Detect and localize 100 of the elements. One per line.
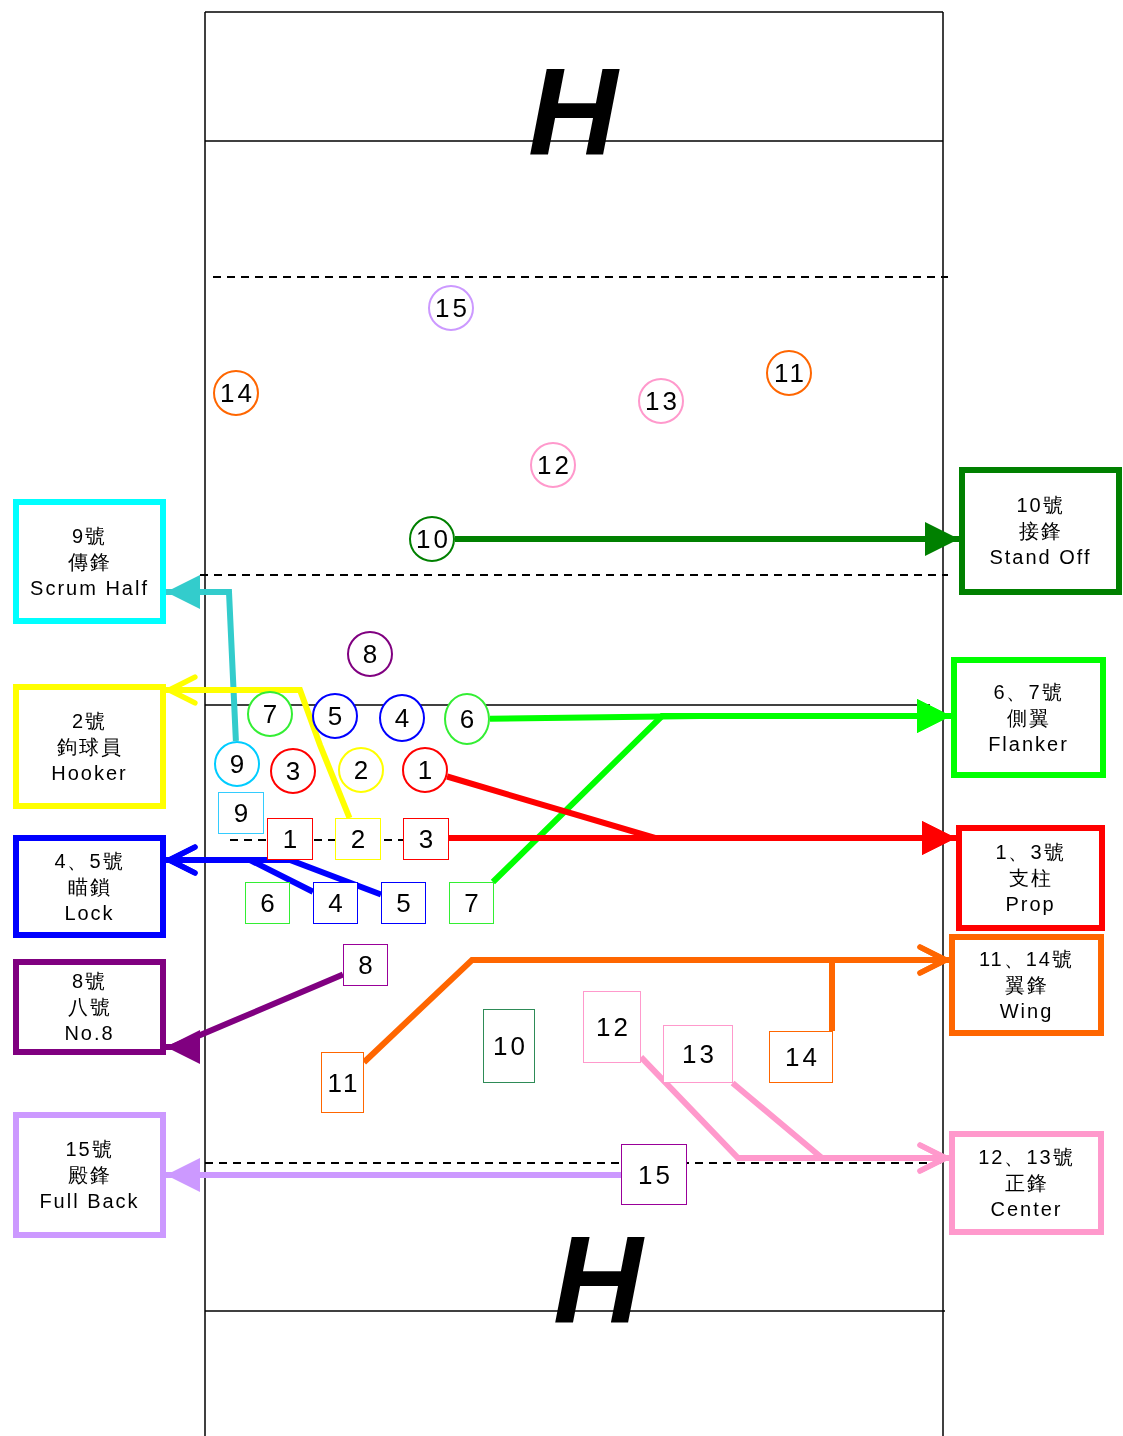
position-name: 瞄鎖	[67, 874, 112, 900]
arrow	[166, 844, 383, 898]
position-name: 15號	[65, 1137, 114, 1162]
player-number: 5	[326, 703, 346, 729]
player-square	[769, 1031, 833, 1083]
position-name: Wing	[999, 999, 1054, 1024]
player-circle	[270, 748, 316, 794]
player-number: 10	[415, 526, 451, 552]
player-number: 4	[393, 705, 413, 731]
player-circle	[444, 693, 490, 745]
position-name: Prop	[1005, 892, 1056, 917]
player-circle	[213, 370, 259, 416]
arrow	[166, 1158, 621, 1192]
position-name: Center	[990, 1197, 1063, 1222]
position-box	[949, 1131, 1104, 1235]
position-name: 支柱	[1008, 866, 1053, 891]
player-square	[321, 1052, 364, 1113]
position-name: Flanker	[988, 731, 1069, 757]
player-number: 3	[417, 826, 437, 852]
position-box	[959, 467, 1122, 595]
arrow	[455, 522, 959, 556]
position-name: 翼鋒	[1004, 973, 1049, 998]
player-circle	[766, 350, 812, 396]
position-name: Scrum Half	[30, 575, 149, 601]
player-circle	[409, 516, 455, 562]
player-square	[218, 792, 264, 834]
player-circle	[347, 631, 393, 677]
position-name: 傳鋒	[67, 549, 112, 575]
position-name: Hooker	[51, 760, 128, 786]
player-number: 13	[644, 388, 680, 414]
player-number: 9	[232, 800, 252, 826]
position-name: 2號	[71, 708, 108, 734]
position-box	[13, 684, 166, 809]
player-square	[335, 818, 381, 860]
position-name: 接鋒	[1018, 519, 1063, 544]
player-square	[583, 991, 641, 1063]
position-name: 6、7號	[993, 679, 1064, 705]
arrow	[829, 944, 949, 1031]
player-circle	[428, 285, 474, 331]
player-number: 4	[327, 890, 346, 916]
player-number: 15	[637, 1161, 673, 1188]
player-number: 5	[395, 890, 414, 916]
position-box	[13, 835, 166, 938]
arrow	[166, 674, 353, 820]
player-square	[403, 818, 449, 860]
player-number: 12	[536, 452, 572, 478]
position-box	[956, 825, 1105, 931]
player-number: 1	[416, 757, 436, 783]
position-name: 側翼	[1006, 705, 1051, 731]
player-circle	[638, 378, 684, 424]
player-square	[245, 882, 290, 924]
player-number: 11	[326, 1069, 361, 1096]
position-name: 殿鋒	[67, 1163, 112, 1188]
player-number: 8	[361, 641, 381, 667]
position-name: 1、3號	[995, 840, 1066, 865]
position-name: 11、14號	[979, 947, 1074, 972]
position-name: Stand Off	[989, 545, 1092, 570]
player-number: 3	[284, 758, 304, 784]
player-number: 12	[595, 1014, 631, 1040]
player-number: 14	[219, 380, 255, 406]
player-number: 8	[357, 952, 376, 978]
player-number: 2	[349, 826, 369, 852]
player-square	[343, 944, 388, 986]
position-name: 正鋒	[1004, 1171, 1049, 1196]
player-square	[449, 882, 494, 924]
position-box	[951, 657, 1106, 778]
player-square	[381, 882, 426, 924]
position-name: 鉤球員	[56, 734, 123, 760]
player-circle	[247, 691, 293, 737]
player-circle	[530, 442, 576, 488]
player-number: 1	[281, 826, 301, 852]
position-name: 12、13號	[978, 1145, 1075, 1170]
arrow	[730, 1080, 949, 1174]
position-box	[949, 934, 1104, 1036]
player-square	[313, 882, 358, 924]
player-square	[621, 1144, 687, 1205]
player-circle	[338, 747, 384, 793]
position-box	[13, 499, 166, 624]
player-circle	[214, 741, 260, 787]
position-name: 4、5號	[54, 848, 125, 874]
position-name: 10號	[1016, 493, 1065, 518]
position-box	[13, 959, 166, 1055]
player-circle	[402, 747, 448, 793]
player-number: 13	[681, 1041, 717, 1067]
player-square	[267, 818, 313, 860]
position-box	[13, 1112, 166, 1238]
arrow	[166, 575, 239, 742]
position-name: Lock	[64, 900, 115, 926]
player-number: 10	[492, 1033, 528, 1059]
player-number: 15	[434, 295, 470, 321]
arrow	[166, 971, 345, 1064]
player-number: 6	[458, 706, 478, 732]
player-number: 14	[784, 1044, 820, 1070]
player-square	[663, 1025, 733, 1083]
player-number: 11	[773, 360, 807, 386]
player-number: 2	[352, 757, 372, 783]
position-name: 9號	[71, 523, 108, 549]
player-number: 9	[228, 751, 248, 777]
position-name: No.8	[64, 1021, 115, 1046]
player-circle	[379, 694, 425, 742]
